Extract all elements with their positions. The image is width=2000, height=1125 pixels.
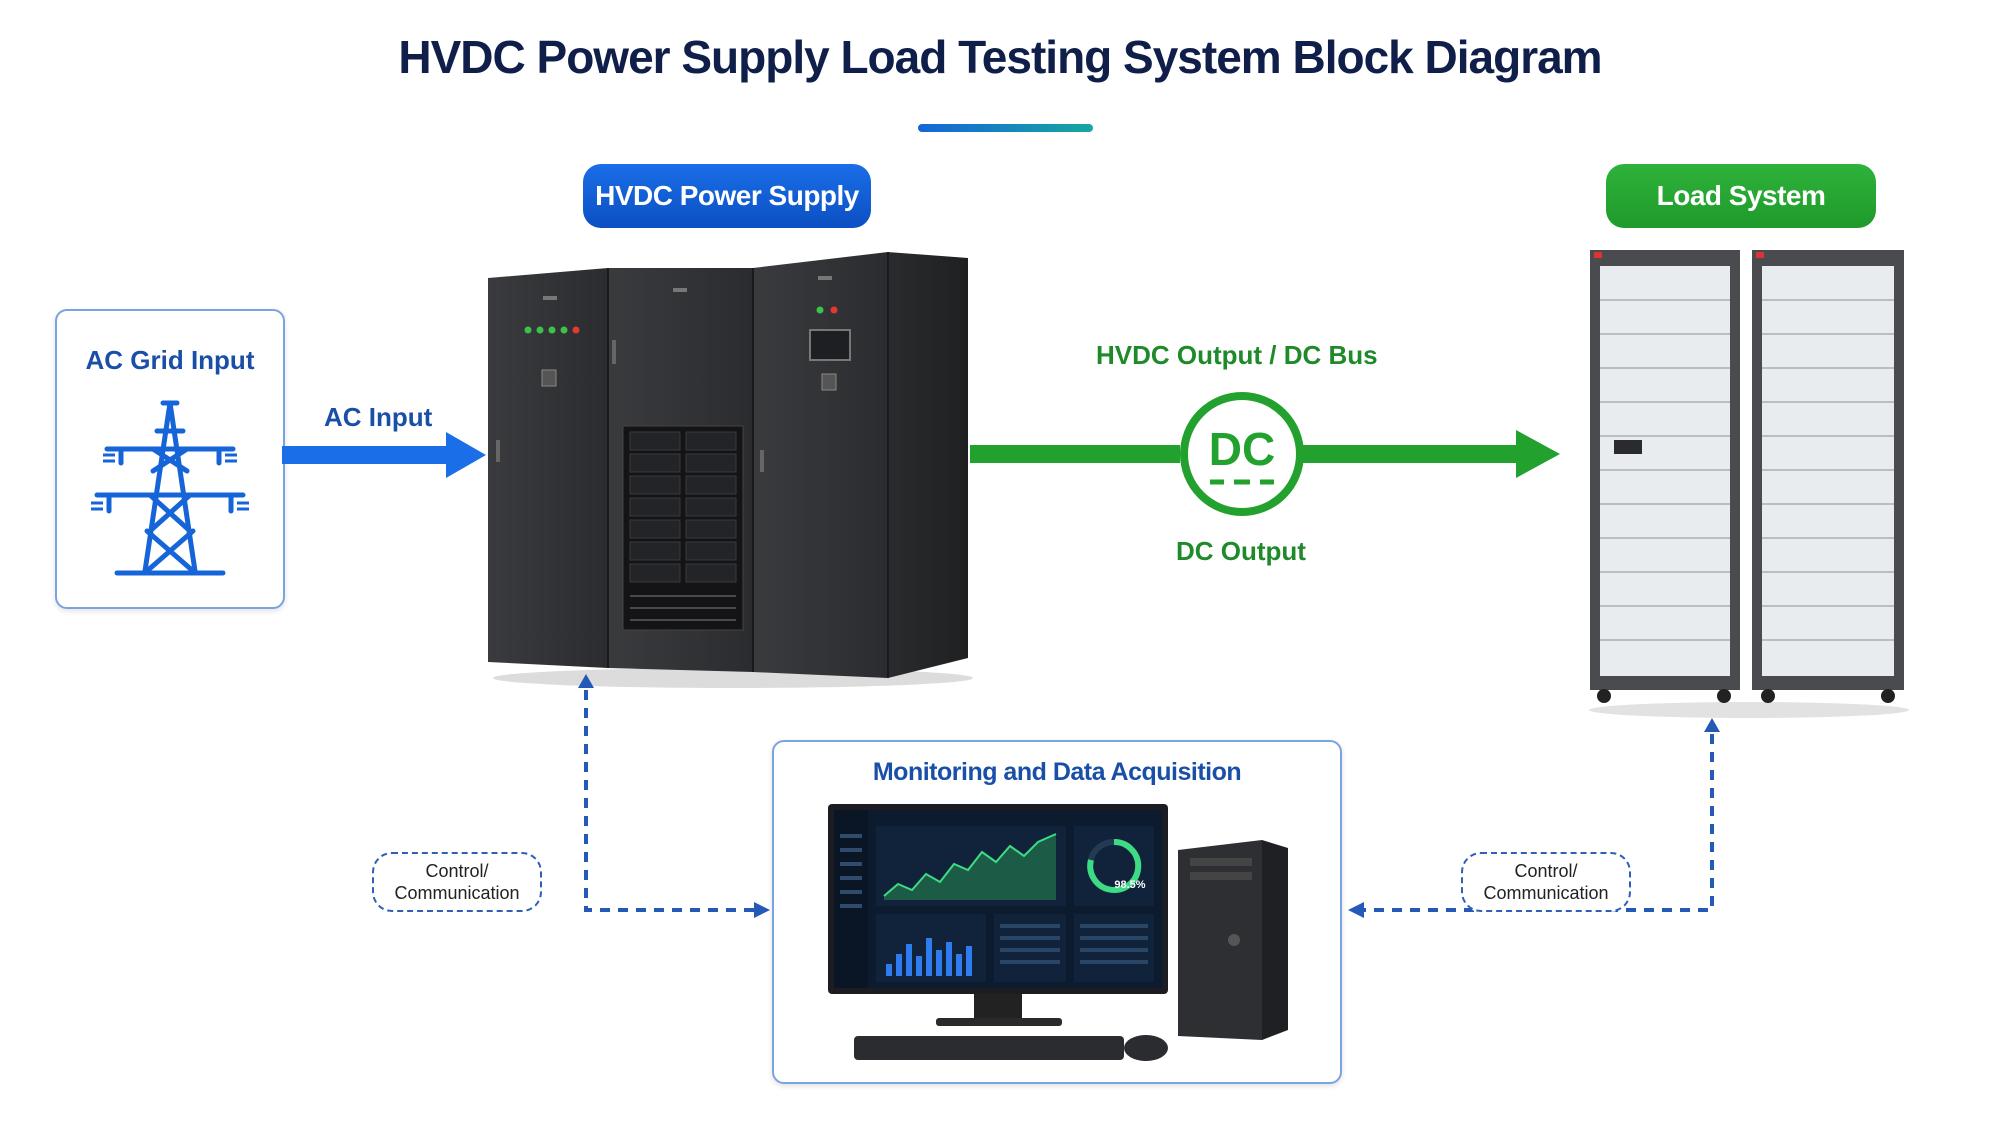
control-left-line2: Communication: [394, 883, 520, 903]
hvdc-power-supply-header: HVDC Power Supply: [583, 164, 871, 228]
control-right-line1: Control/: [1514, 861, 1578, 881]
ac-input-arrow: [282, 432, 486, 478]
monitoring-box: Monitoring and Data Acquisition: [772, 740, 1342, 1084]
dc-badge-text: DC: [1208, 423, 1276, 475]
title-underline: [918, 124, 1093, 132]
monitoring-title: Monitoring and Data Acquisition: [872, 758, 1242, 786]
gauge-value: 98.5%: [1114, 879, 1146, 891]
dc-bus-arrow: [970, 392, 1560, 516]
dc-output-label: DC Output: [1176, 536, 1306, 566]
pc-tower-image: [1178, 840, 1288, 1040]
control-communication-left: Control/ Communication: [372, 852, 542, 912]
ac-grid-input-title: AC Grid Input: [85, 345, 255, 375]
control-left-line1: Control/: [425, 861, 489, 881]
hvdc-cabinet-image: [488, 252, 973, 688]
load-system-header: Load System: [1606, 164, 1876, 228]
ac-grid-input-box: AC Grid Input: [55, 309, 285, 609]
diagram-title: HVDC Power Supply Load Testing System Bl…: [398, 31, 1602, 83]
monitor-image: [828, 804, 1168, 1061]
ac-input-label: AC Input: [324, 402, 433, 432]
power-tower-icon: [91, 400, 249, 576]
control-communication-right: Control/ Communication: [1461, 852, 1631, 912]
control-right-line2: Communication: [1483, 883, 1609, 903]
hvdc-output-label: HVDC Output / DC Bus: [1096, 340, 1378, 370]
load-system-racks-image: [1589, 250, 1909, 718]
control-link-left-lines: [578, 674, 770, 918]
control-link-right-lines: [1348, 718, 1720, 918]
